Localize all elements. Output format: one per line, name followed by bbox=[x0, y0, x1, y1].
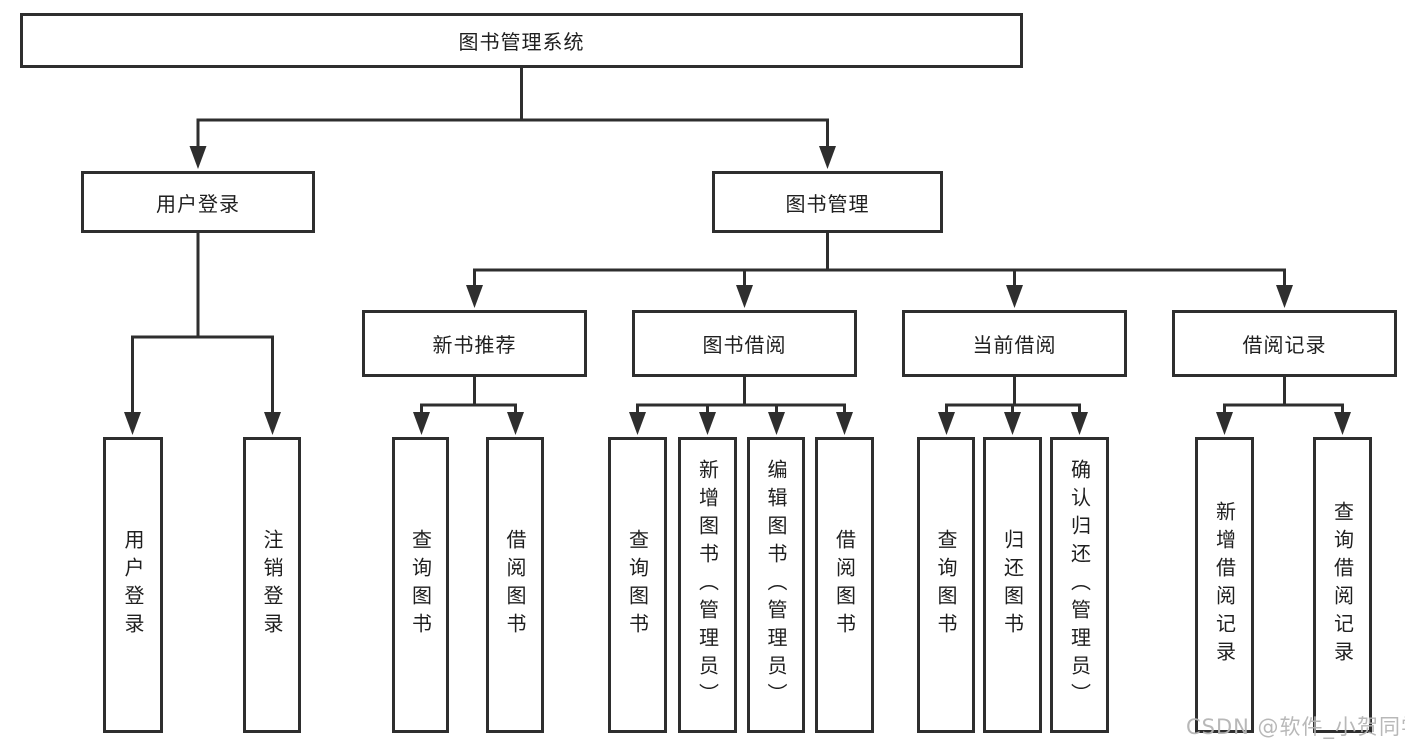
node-label: 借阅图书 bbox=[832, 529, 857, 641]
node-label: 查询图书 bbox=[625, 529, 650, 641]
node-borrowing-records: 借阅记录 bbox=[1172, 310, 1397, 377]
node-edit-books-admin: 编辑图书（管理员） bbox=[747, 437, 805, 733]
node-book-management: 图书管理 bbox=[712, 171, 943, 233]
node-query-books-recommend: 查询图书 bbox=[392, 437, 449, 733]
arrowhead-icons bbox=[124, 146, 1351, 435]
node-book-borrowing: 图书借阅 bbox=[632, 310, 857, 377]
node-label: 借阅图书 bbox=[503, 529, 527, 641]
node-book-management-system: 图书管理系统 bbox=[20, 13, 1023, 68]
node-borrow-books-recommend: 借阅图书 bbox=[486, 437, 544, 733]
node-label: 图书管理 bbox=[785, 191, 870, 216]
node-label: 查询图书 bbox=[408, 529, 433, 641]
node-label: 归还图书 bbox=[1000, 529, 1025, 641]
node-label: 用户登录 bbox=[121, 529, 145, 641]
node-add-books-admin: 新增图书（管理员） bbox=[678, 437, 737, 733]
node-label: 查询借阅记录 bbox=[1330, 501, 1355, 669]
csdn-watermark: CSDN @软件_小贺同学 bbox=[1186, 715, 1405, 739]
node-label: 当前借阅 bbox=[972, 333, 1057, 357]
node-query-books-borrowing: 查询图书 bbox=[608, 437, 667, 733]
node-add-borrow-record: 新增借阅记录 bbox=[1195, 437, 1254, 733]
node-confirm-return-admin: 确认归还（管理员） bbox=[1050, 437, 1109, 733]
node-user-login: 用户登录 bbox=[81, 171, 315, 233]
node-current-borrowing: 当前借阅 bbox=[902, 310, 1127, 377]
node-label: 查询图书 bbox=[934, 529, 958, 641]
node-label: 注销登录 bbox=[260, 529, 284, 641]
node-label: 新增图书（管理员） bbox=[695, 459, 720, 711]
node-new-book-recommend: 新书推荐 bbox=[362, 310, 587, 377]
node-label: 编辑图书（管理员） bbox=[764, 459, 788, 711]
node-borrow-books-borrowing: 借阅图书 bbox=[815, 437, 874, 733]
node-label: 确认归还（管理员） bbox=[1067, 459, 1092, 711]
node-logout-action: 注销登录 bbox=[243, 437, 301, 733]
node-label: 图书借阅 bbox=[702, 333, 787, 357]
node-label: 用户登录 bbox=[156, 191, 240, 216]
node-query-borrow-record: 查询借阅记录 bbox=[1313, 437, 1372, 733]
node-label: 图书管理系统 bbox=[458, 30, 585, 54]
node-label: 借阅记录 bbox=[1242, 333, 1327, 357]
node-label: 新书推荐 bbox=[432, 333, 517, 357]
node-label: 新增借阅记录 bbox=[1212, 501, 1237, 669]
node-user-login-action: 用户登录 bbox=[103, 437, 163, 733]
node-query-books-current: 查询图书 bbox=[917, 437, 975, 733]
node-return-books: 归还图书 bbox=[983, 437, 1042, 733]
